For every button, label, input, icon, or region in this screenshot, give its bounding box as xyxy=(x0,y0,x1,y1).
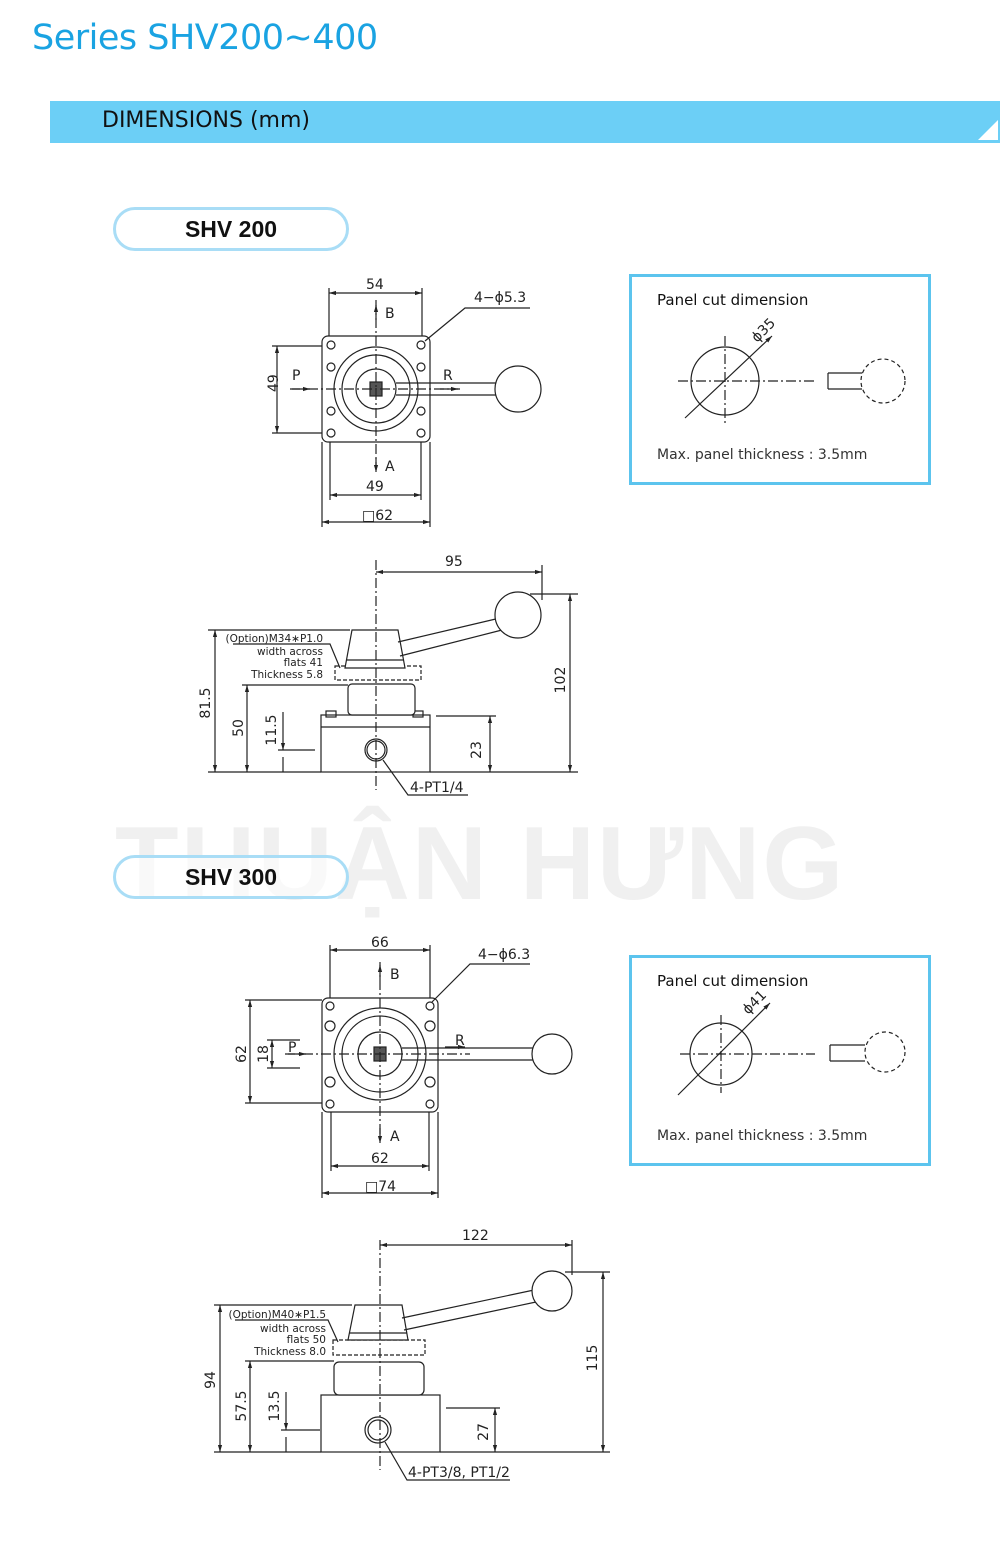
option-thickness: Thickness 8.0 xyxy=(253,1346,326,1358)
port-p-label: P xyxy=(288,1040,296,1056)
corner-triangle-icon xyxy=(978,120,998,140)
dim-square: □62 xyxy=(362,508,393,524)
dim-port-offset: 18 xyxy=(256,1045,272,1063)
dim-height-cap: 94 xyxy=(203,1371,219,1389)
dim-holes: 4−ϕ5.3 xyxy=(474,290,526,306)
panel-cut-box-shv200: Panel cut dimension Max. panel thickness… xyxy=(629,274,931,485)
panel-cut-box-shv300: Panel cut dimension Max. panel thickness… xyxy=(629,955,931,1166)
port-thread-label: 4-PT3/8, PT1/2 xyxy=(408,1465,510,1481)
port-r-label: R xyxy=(443,368,453,384)
dim-length: 122 xyxy=(462,1228,489,1244)
section-banner: DIMENSIONS (mm) xyxy=(50,101,1000,143)
dim-base-height: 27 xyxy=(476,1423,492,1441)
dim-width-top: 54 xyxy=(366,277,384,293)
option-thread: (Option)M40∗P1.5 xyxy=(229,1309,326,1321)
dim-width-bottom: 62 xyxy=(371,1151,389,1167)
panel-diameter: ϕ35 xyxy=(749,315,779,345)
dim-height-total: 102 xyxy=(553,667,569,694)
option-flats: flats 41 xyxy=(284,657,323,669)
panel-cut-title: Panel cut dimension xyxy=(657,291,809,309)
dim-width-top: 66 xyxy=(371,935,389,951)
port-thread-label: 4-PT1/4 xyxy=(410,780,464,796)
shv300-side-view xyxy=(214,1240,610,1481)
panel-diameter: ϕ41 xyxy=(740,987,770,1017)
shv200-top-view xyxy=(272,288,542,527)
dim-height-total: 115 xyxy=(585,1345,601,1372)
dim-square: □74 xyxy=(365,1179,396,1195)
dim-height-left: 62 xyxy=(234,1045,250,1063)
option-thread: (Option)M34∗P1.0 xyxy=(226,633,323,645)
page-title: Series SHV200~400 xyxy=(32,18,378,58)
port-a-label: A xyxy=(385,459,395,475)
port-p-label: P xyxy=(292,368,300,384)
dim-height-cap: 81.5 xyxy=(198,687,214,718)
dim-width-bottom: 49 xyxy=(366,479,384,495)
option-width: width across xyxy=(260,1323,326,1335)
dim-height-body: 50 xyxy=(231,719,247,737)
dim-holes: 4−ϕ6.3 xyxy=(478,947,530,963)
dim-port-height: 11.5 xyxy=(264,714,280,745)
dim-length: 95 xyxy=(445,554,463,570)
model-label-shv200: SHV 200 xyxy=(113,207,349,251)
shv200-side-view xyxy=(208,560,578,796)
panel-thickness-note: Max. panel thickness : 3.5mm xyxy=(657,447,868,463)
dim-base-height: 23 xyxy=(469,741,485,759)
option-flats: flats 50 xyxy=(287,1334,326,1346)
shv300-top-view xyxy=(245,945,573,1198)
option-width: width across xyxy=(257,646,323,658)
section-title: DIMENSIONS (mm) xyxy=(102,108,310,133)
panel-thickness-note: Max. panel thickness : 3.5mm xyxy=(657,1128,868,1144)
dim-height-left: 49 xyxy=(266,374,282,392)
dim-port-height: 13.5 xyxy=(267,1390,283,1421)
dim-height-body: 57.5 xyxy=(234,1390,250,1421)
port-a-label: A xyxy=(390,1129,400,1145)
model-label-shv300: SHV 300 xyxy=(113,855,349,899)
panel-cut-drawing-shv300 xyxy=(677,1002,906,1096)
port-b-label: B xyxy=(385,306,395,322)
port-r-label: R xyxy=(455,1033,465,1049)
port-b-label: B xyxy=(390,967,400,983)
panel-cut-title: Panel cut dimension xyxy=(657,972,809,990)
panel-cut-drawing-shv200 xyxy=(678,335,906,426)
option-thickness: Thickness 5.8 xyxy=(250,669,323,681)
